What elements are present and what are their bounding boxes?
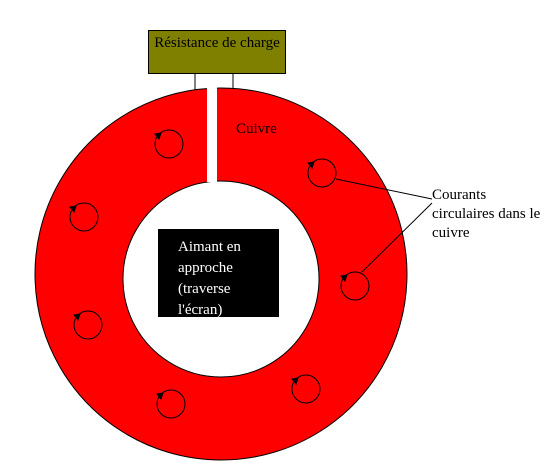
current-loop (307, 158, 337, 188)
magnet-box: Aimant en approche (traverse l'écran) (158, 229, 279, 318)
current-loops (69, 129, 370, 419)
callout-line-top (335, 178, 433, 200)
current-loop (291, 374, 321, 404)
magnet-label: Aimant en approche (traverse l'écran) (178, 239, 241, 318)
currents-label: Courants circulaires dans le cuivre (432, 187, 541, 241)
current-loop (156, 389, 186, 419)
ring-slit (207, 86, 217, 182)
current-loop (73, 310, 103, 340)
load-resistor: Résistance de charge (148, 30, 286, 74)
current-loop (340, 271, 370, 301)
callout-line-bottom (361, 202, 433, 273)
copper-ring (34, 87, 408, 461)
load-resistor-label: Résistance de charge (154, 35, 280, 51)
copper-label: Cuivre (236, 121, 277, 137)
current-loop (69, 202, 99, 232)
current-loop (154, 129, 184, 159)
